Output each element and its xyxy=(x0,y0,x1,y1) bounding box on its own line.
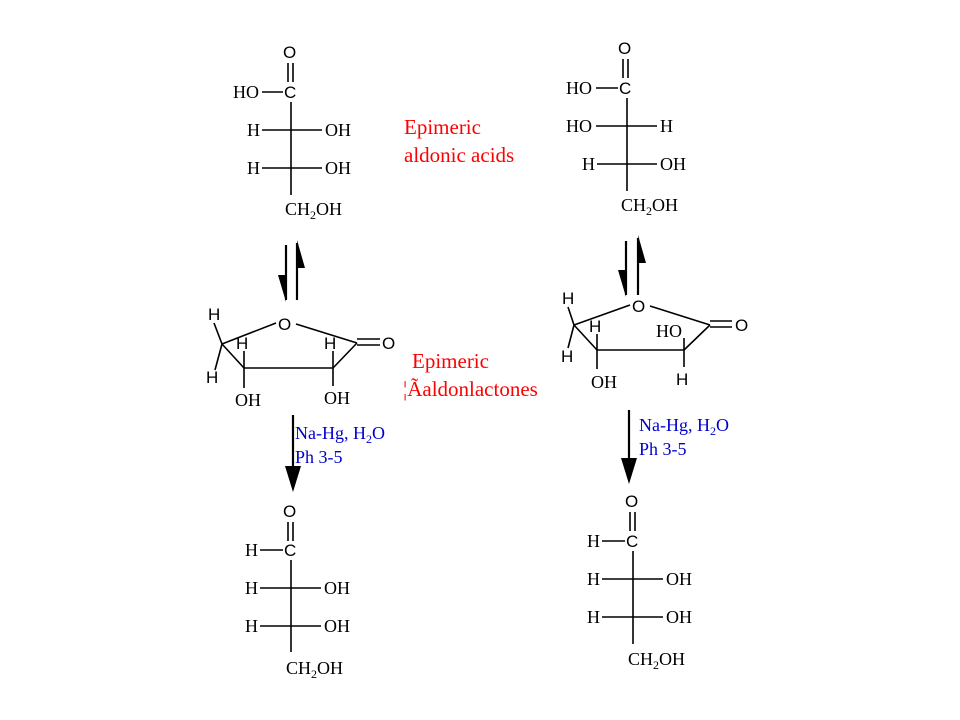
right-acid-c1: C xyxy=(619,79,631,98)
left-acid-oh2: OH xyxy=(325,120,351,140)
right-aldose-h2: H xyxy=(587,569,600,589)
left-acid-oh3: OH xyxy=(325,158,351,178)
right-lactone-carbonyl-o: O xyxy=(735,316,748,335)
left-lactone-oh-c2: OH xyxy=(324,388,350,408)
right-lactone: H O O H H HO OH H xyxy=(561,289,748,392)
right-lactone-ho-c2: HO xyxy=(656,321,682,341)
right-acid-oh3: OH xyxy=(660,154,686,174)
left-equilibrium-arrow xyxy=(278,240,305,302)
left-aldose-oh3: OH xyxy=(324,616,350,636)
right-acid-ho2: HO xyxy=(566,116,592,136)
left-acid-ch2oh: CH2OH xyxy=(285,199,342,222)
left-reduction-arrow xyxy=(285,415,301,492)
right-lactone-h-c3: H xyxy=(589,317,601,336)
left-lactone-h-c3: H xyxy=(236,334,248,353)
right-aldose-oh3: OH xyxy=(666,607,692,627)
left-lactone-h-top: H xyxy=(208,305,220,324)
right-lactone-h-ch2: H xyxy=(561,347,573,366)
left-aldose-h2: H xyxy=(245,578,258,598)
left-lactone-oh-c3: OH xyxy=(235,390,261,410)
right-lactone-h-c2: H xyxy=(676,370,688,389)
left-lactone-h-c2: H xyxy=(324,334,336,353)
right-reagent-line1: Na-Hg, H2O xyxy=(639,415,729,438)
right-reagent-line2: Ph 3-5 xyxy=(639,439,687,459)
left-lactone-carbonyl-o: O xyxy=(382,334,395,353)
right-aldose-h3: H xyxy=(587,607,600,627)
left-lactone-h-ch2: H xyxy=(206,368,218,387)
right-aldose-h1: H xyxy=(587,531,600,551)
right-aldonic-acid: O HO C HO H H OH CH2OH xyxy=(566,39,686,218)
right-acid-ho1: HO xyxy=(566,78,592,98)
right-acid-h2: H xyxy=(660,116,673,136)
right-lactone-ring-o: O xyxy=(632,297,645,316)
left-aldose-ch2oh: CH2OH xyxy=(286,658,343,681)
right-lactone-h-top: H xyxy=(562,289,574,308)
left-lactone-ring-o: O xyxy=(278,315,291,334)
left-aldose-carbonyl-o: O xyxy=(283,502,296,521)
left-reagent-line1: Na-Hg, H2O xyxy=(295,423,385,446)
lactone-label-line1: Epimeric xyxy=(412,349,489,373)
right-aldose-ch2oh: CH2OH xyxy=(628,649,685,672)
right-equilibrium-arrow xyxy=(618,235,646,297)
left-acid-c1: C xyxy=(284,83,296,102)
lactone-label-line2: ¦Ãaldonlactones xyxy=(403,377,538,401)
left-aldonic-acid: O HO C H OH H OH CH2OH xyxy=(233,43,351,222)
right-aldose-carbonyl-o: O xyxy=(625,492,638,511)
right-acid-carbonyl-o: O xyxy=(618,39,631,58)
right-aldose: O H C H OH H OH CH2OH xyxy=(587,492,692,672)
left-lactone: H O O H H H OH OH xyxy=(206,305,395,410)
left-aldose-oh2: OH xyxy=(324,578,350,598)
right-reduction-arrow xyxy=(621,410,637,484)
left-reagent-line2: Ph 3-5 xyxy=(295,447,343,467)
aldonic-label-line1: Epimeric xyxy=(404,115,481,139)
aldonic-label-line2: aldonic acids xyxy=(404,143,514,167)
left-acid-h2: H xyxy=(247,120,260,140)
left-aldose-c1: C xyxy=(284,541,296,560)
left-acid-carbonyl-o: O xyxy=(283,43,296,62)
left-aldose: O H C H OH H OH CH2OH xyxy=(245,502,350,681)
left-acid-ho: HO xyxy=(233,82,259,102)
right-lactone-oh-c3: OH xyxy=(591,372,617,392)
right-acid-h3: H xyxy=(582,154,595,174)
right-acid-ch2oh: CH2OH xyxy=(621,195,678,218)
left-aldose-h1: H xyxy=(245,540,258,560)
left-acid-h3: H xyxy=(247,158,260,178)
left-aldose-h3: H xyxy=(245,616,258,636)
right-aldose-c1: C xyxy=(626,532,638,551)
right-aldose-oh2: OH xyxy=(666,569,692,589)
